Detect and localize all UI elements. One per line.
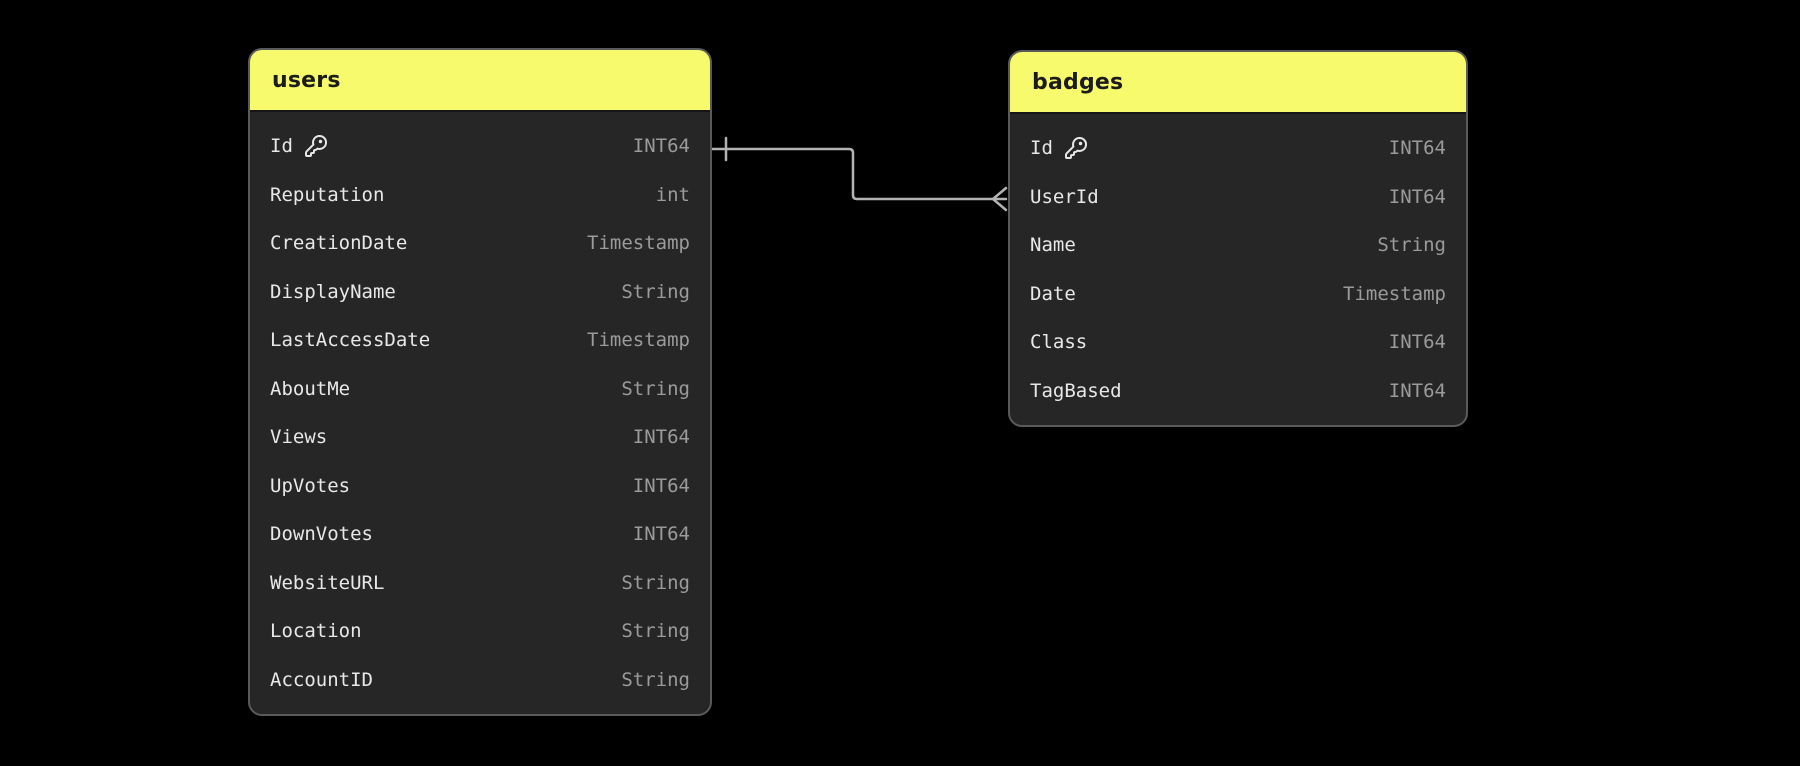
field-type: String — [621, 668, 690, 691]
field-name: Reputation — [270, 183, 385, 206]
field-name: AboutMe — [270, 377, 351, 400]
primary-key-icon — [304, 134, 328, 158]
field-name: Class — [1030, 331, 1088, 354]
table-row[interactable]: Id INT64 — [250, 122, 710, 171]
table-badges-body: Id INT64 UserId INT64 Name String — [1010, 114, 1466, 425]
field-type: INT64 — [632, 135, 690, 158]
table-row[interactable]: AccountID String — [250, 656, 710, 705]
relationship-line[interactable] — [710, 147, 1008, 201]
field-name: Date — [1030, 282, 1076, 305]
primary-key-icon — [1064, 136, 1088, 160]
field-name: Id — [270, 135, 293, 158]
table-row[interactable]: CreationDate Timestamp — [250, 219, 710, 268]
field-name: TagBased — [1030, 379, 1122, 402]
field-name: LastAccessDate — [270, 329, 431, 352]
field-type: String — [621, 280, 690, 303]
table-users-body: Id INT64 Reputation int CreationDate Tim… — [250, 112, 710, 714]
table-row[interactable]: TagBased INT64 — [1010, 367, 1466, 416]
table-row[interactable]: Date Timestamp — [1010, 270, 1466, 319]
table-row[interactable]: Views INT64 — [250, 413, 710, 462]
field-type: String — [621, 620, 690, 643]
field-name: Name — [1030, 234, 1076, 257]
field-name: CreationDate — [270, 232, 408, 255]
field-type: Timestamp — [587, 329, 690, 352]
field-type: INT64 — [632, 523, 690, 546]
field-type: Timestamp — [1343, 282, 1446, 305]
table-badges-header[interactable]: badges — [1010, 52, 1466, 114]
table-badges[interactable]: badges Id INT64 UserId INT64 — [1008, 50, 1468, 427]
table-row[interactable]: Id INT64 — [1010, 124, 1466, 173]
field-name: Id — [1030, 137, 1053, 160]
field-type: INT64 — [1388, 185, 1446, 208]
field-name: Location — [270, 620, 362, 643]
table-row[interactable]: Reputation int — [250, 171, 710, 220]
table-users-header[interactable]: users — [250, 50, 710, 112]
table-row[interactable]: LastAccessDate Timestamp — [250, 316, 710, 365]
relationship-users-badges[interactable] — [710, 136, 1008, 212]
table-row[interactable]: WebsiteURL String — [250, 559, 710, 608]
field-type: String — [1377, 234, 1446, 257]
field-name: UpVotes — [270, 474, 351, 497]
table-row[interactable]: AboutMe String — [250, 365, 710, 414]
field-type: INT64 — [1388, 331, 1446, 354]
table-row[interactable]: Location String — [250, 607, 710, 656]
table-row[interactable]: Class INT64 — [1010, 318, 1466, 367]
field-type: int — [655, 183, 690, 206]
field-name: DownVotes — [270, 523, 373, 546]
field-name: Views — [270, 426, 328, 449]
table-title: badges — [1032, 69, 1124, 95]
field-name: AccountID — [270, 668, 373, 691]
table-row[interactable]: Name String — [1010, 221, 1466, 270]
table-row[interactable]: UserId INT64 — [1010, 173, 1466, 222]
field-name: DisplayName — [270, 280, 396, 303]
table-title: users — [272, 67, 341, 93]
field-type: INT64 — [632, 474, 690, 497]
field-type: INT64 — [1388, 137, 1446, 160]
field-type: String — [621, 571, 690, 594]
table-row[interactable]: DownVotes INT64 — [250, 510, 710, 559]
table-row[interactable]: UpVotes INT64 — [250, 462, 710, 511]
field-type: Timestamp — [587, 232, 690, 255]
field-type: String — [621, 377, 690, 400]
table-users[interactable]: users Id INT64 Reputation int — [248, 48, 712, 716]
field-name: UserId — [1030, 185, 1099, 208]
cardinality-many-crowfoot — [991, 186, 1008, 212]
table-row[interactable]: DisplayName String — [250, 268, 710, 317]
field-type: INT64 — [1388, 379, 1446, 402]
field-name: WebsiteURL — [270, 571, 385, 594]
field-type: INT64 — [632, 426, 690, 449]
